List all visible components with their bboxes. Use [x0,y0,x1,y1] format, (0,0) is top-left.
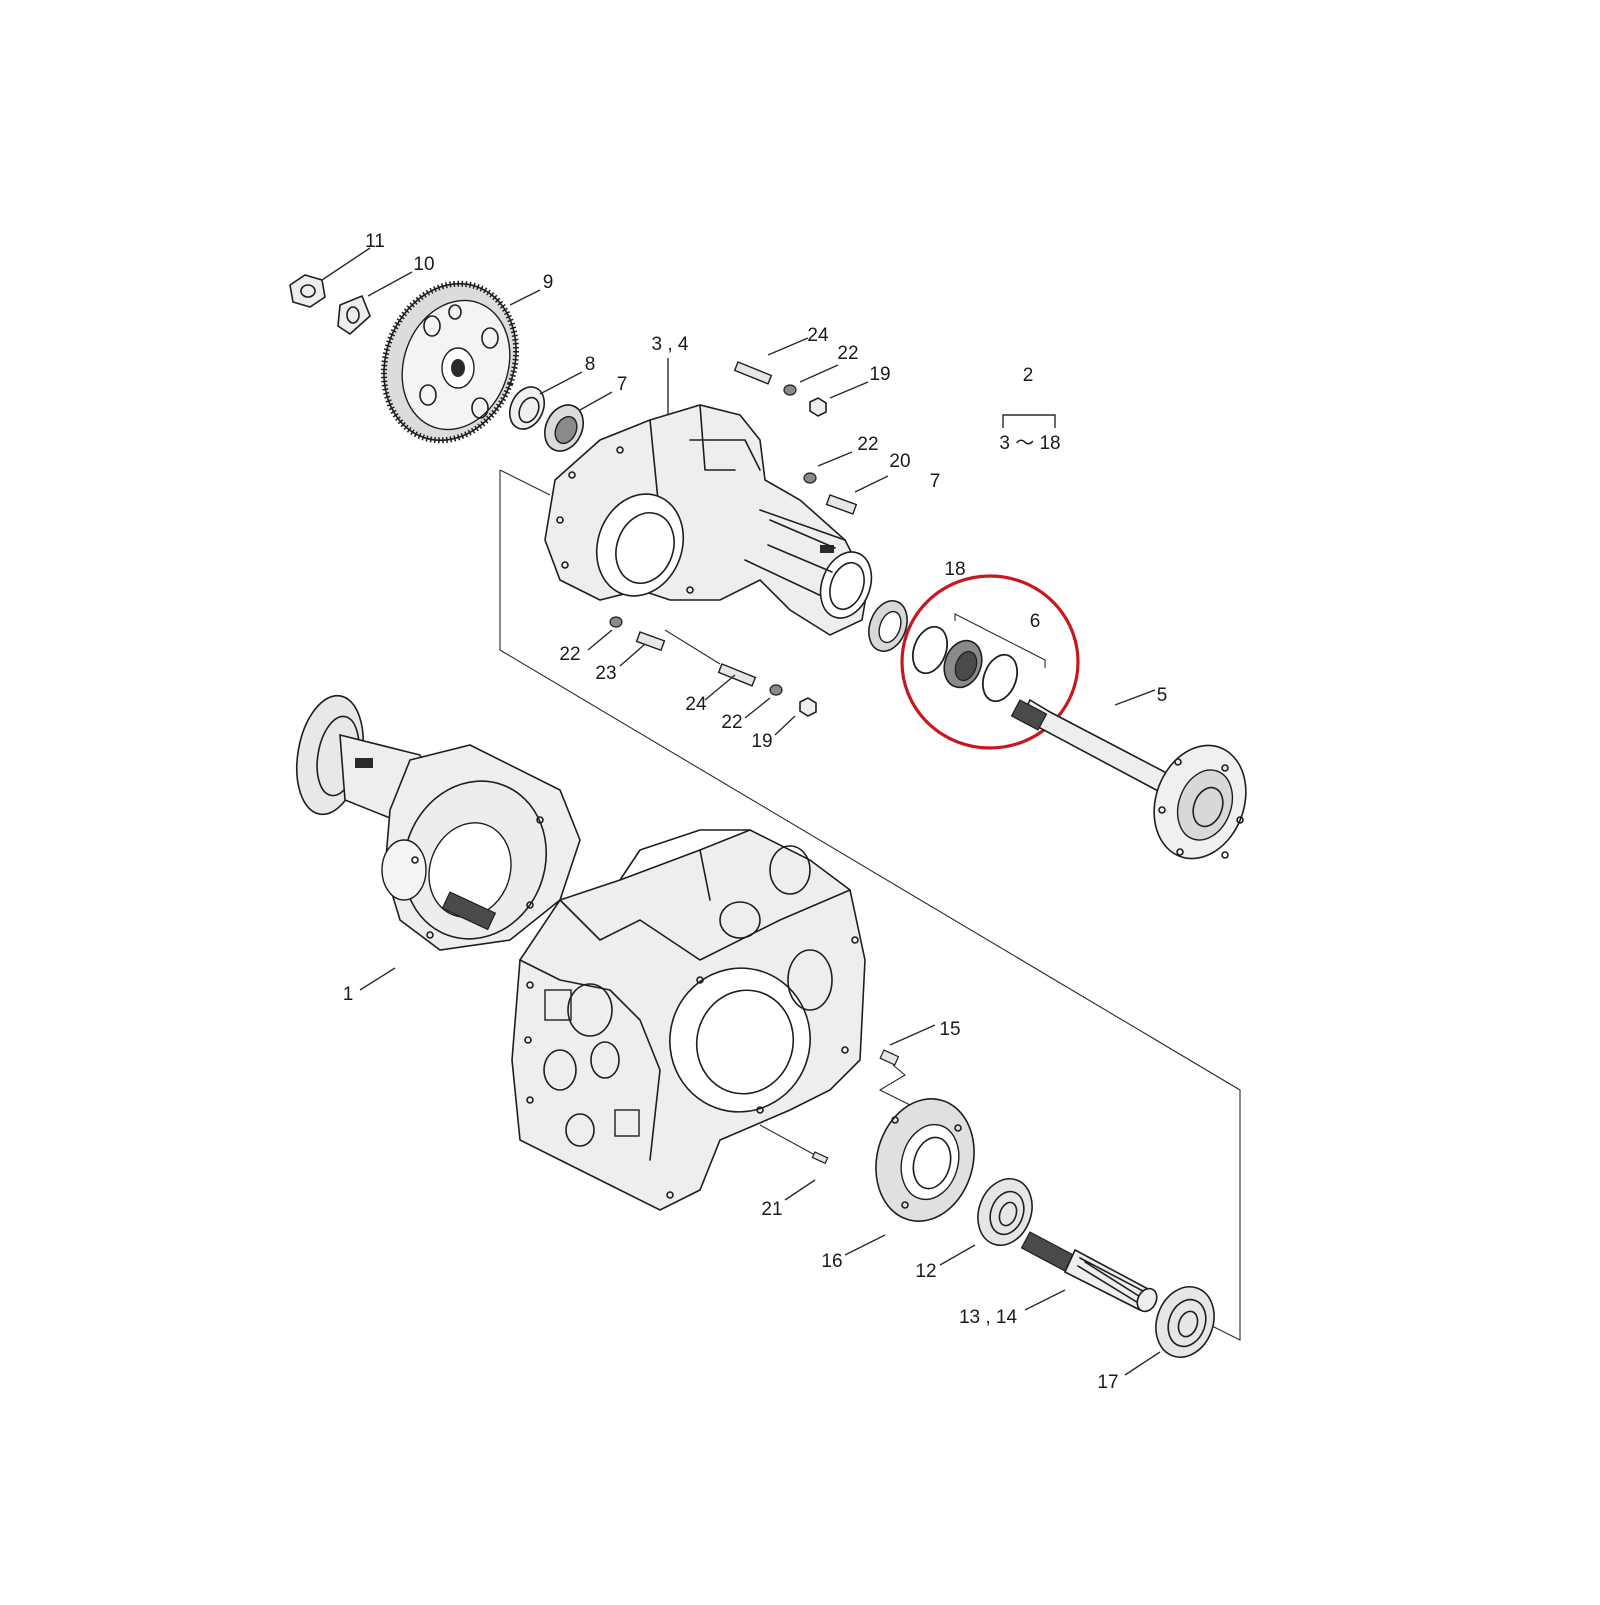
part-3-4-housing [544,404,873,636]
callout-23: 23 [595,663,616,684]
part-6-group-bracket [954,613,1046,668]
part-6-oring-left [911,625,949,675]
callout-3-18: 3 ～ 18 [999,433,1060,454]
callout-labels: 11 10 9 8 7 3 , 4 24 22 19 22 20 7 2 3 ～… [343,231,1168,1393]
callout-24-low: 24 [685,694,707,715]
part-12-bearing [977,1178,1033,1246]
part-13-14-shaft [1020,1231,1158,1313]
part-23-bolt [635,631,666,652]
part-22-washer-top [783,384,797,396]
part-24-stud-low [664,629,757,687]
callout-22-mid: 22 [857,434,878,455]
callout-2: 2 [1023,365,1034,386]
callout-22-low: 22 [559,644,580,665]
callout-16: 16 [821,1251,842,1272]
part-15-bolt [878,1049,911,1106]
leader-lines [321,247,1161,1376]
callout-15: 15 [939,1019,960,1040]
callout-19-top: 19 [869,364,890,385]
callout-22-bottom: 22 [721,712,742,733]
highlight-circle [900,574,1080,750]
part-19-nut-bottom [799,697,817,717]
callout-21: 21 [761,1199,782,1220]
part-17-bearing [1155,1286,1215,1358]
assembly-frame-lines [499,469,1241,1341]
callout-22-top: 22 [837,343,858,364]
callout-5: 5 [1157,685,1168,706]
part-20-bolt [825,494,858,515]
callout-7-right: 7 [930,471,941,492]
callout-10: 10 [413,254,434,275]
transmission-case [511,829,866,1211]
callout-1: 1 [343,984,354,1005]
callout-17: 17 [1097,1372,1118,1393]
callout-7-top: 7 [617,374,628,395]
callout-13-14: 13 , 14 [959,1307,1018,1328]
callout-19-bottom: 19 [751,731,772,752]
part-21-pin [759,1124,829,1165]
part-22-washer-mid [803,472,817,484]
part-16-bearing-holder [875,1098,975,1222]
part-22-washer-bottom [769,684,783,696]
part-10-washer [337,294,371,336]
part-7-seal [543,404,585,452]
callout-18: 18 [944,559,965,580]
part-18-bearing [868,600,908,652]
callout-9: 9 [543,272,554,293]
callout-6: 6 [1030,611,1041,632]
part-1-axle-assembly [296,694,581,951]
part-5-axle-shaft [1010,698,1247,860]
callout-20: 20 [889,451,910,472]
part-6-oring-right [981,653,1019,703]
part-22-washer-low [609,616,623,628]
part-8-spacer [508,386,546,430]
part-19-nut-top [809,397,827,417]
callout-11: 11 [365,231,385,252]
callout-3-4: 3 , 4 [652,334,689,355]
part-6-collar [943,639,983,689]
callout-12: 12 [915,1261,936,1282]
part-11-nut [289,274,326,308]
part-9-gear [380,280,520,444]
callout-24-top: 24 [807,325,829,346]
callout-8: 8 [585,354,596,375]
part-24-stud-top [733,361,773,385]
